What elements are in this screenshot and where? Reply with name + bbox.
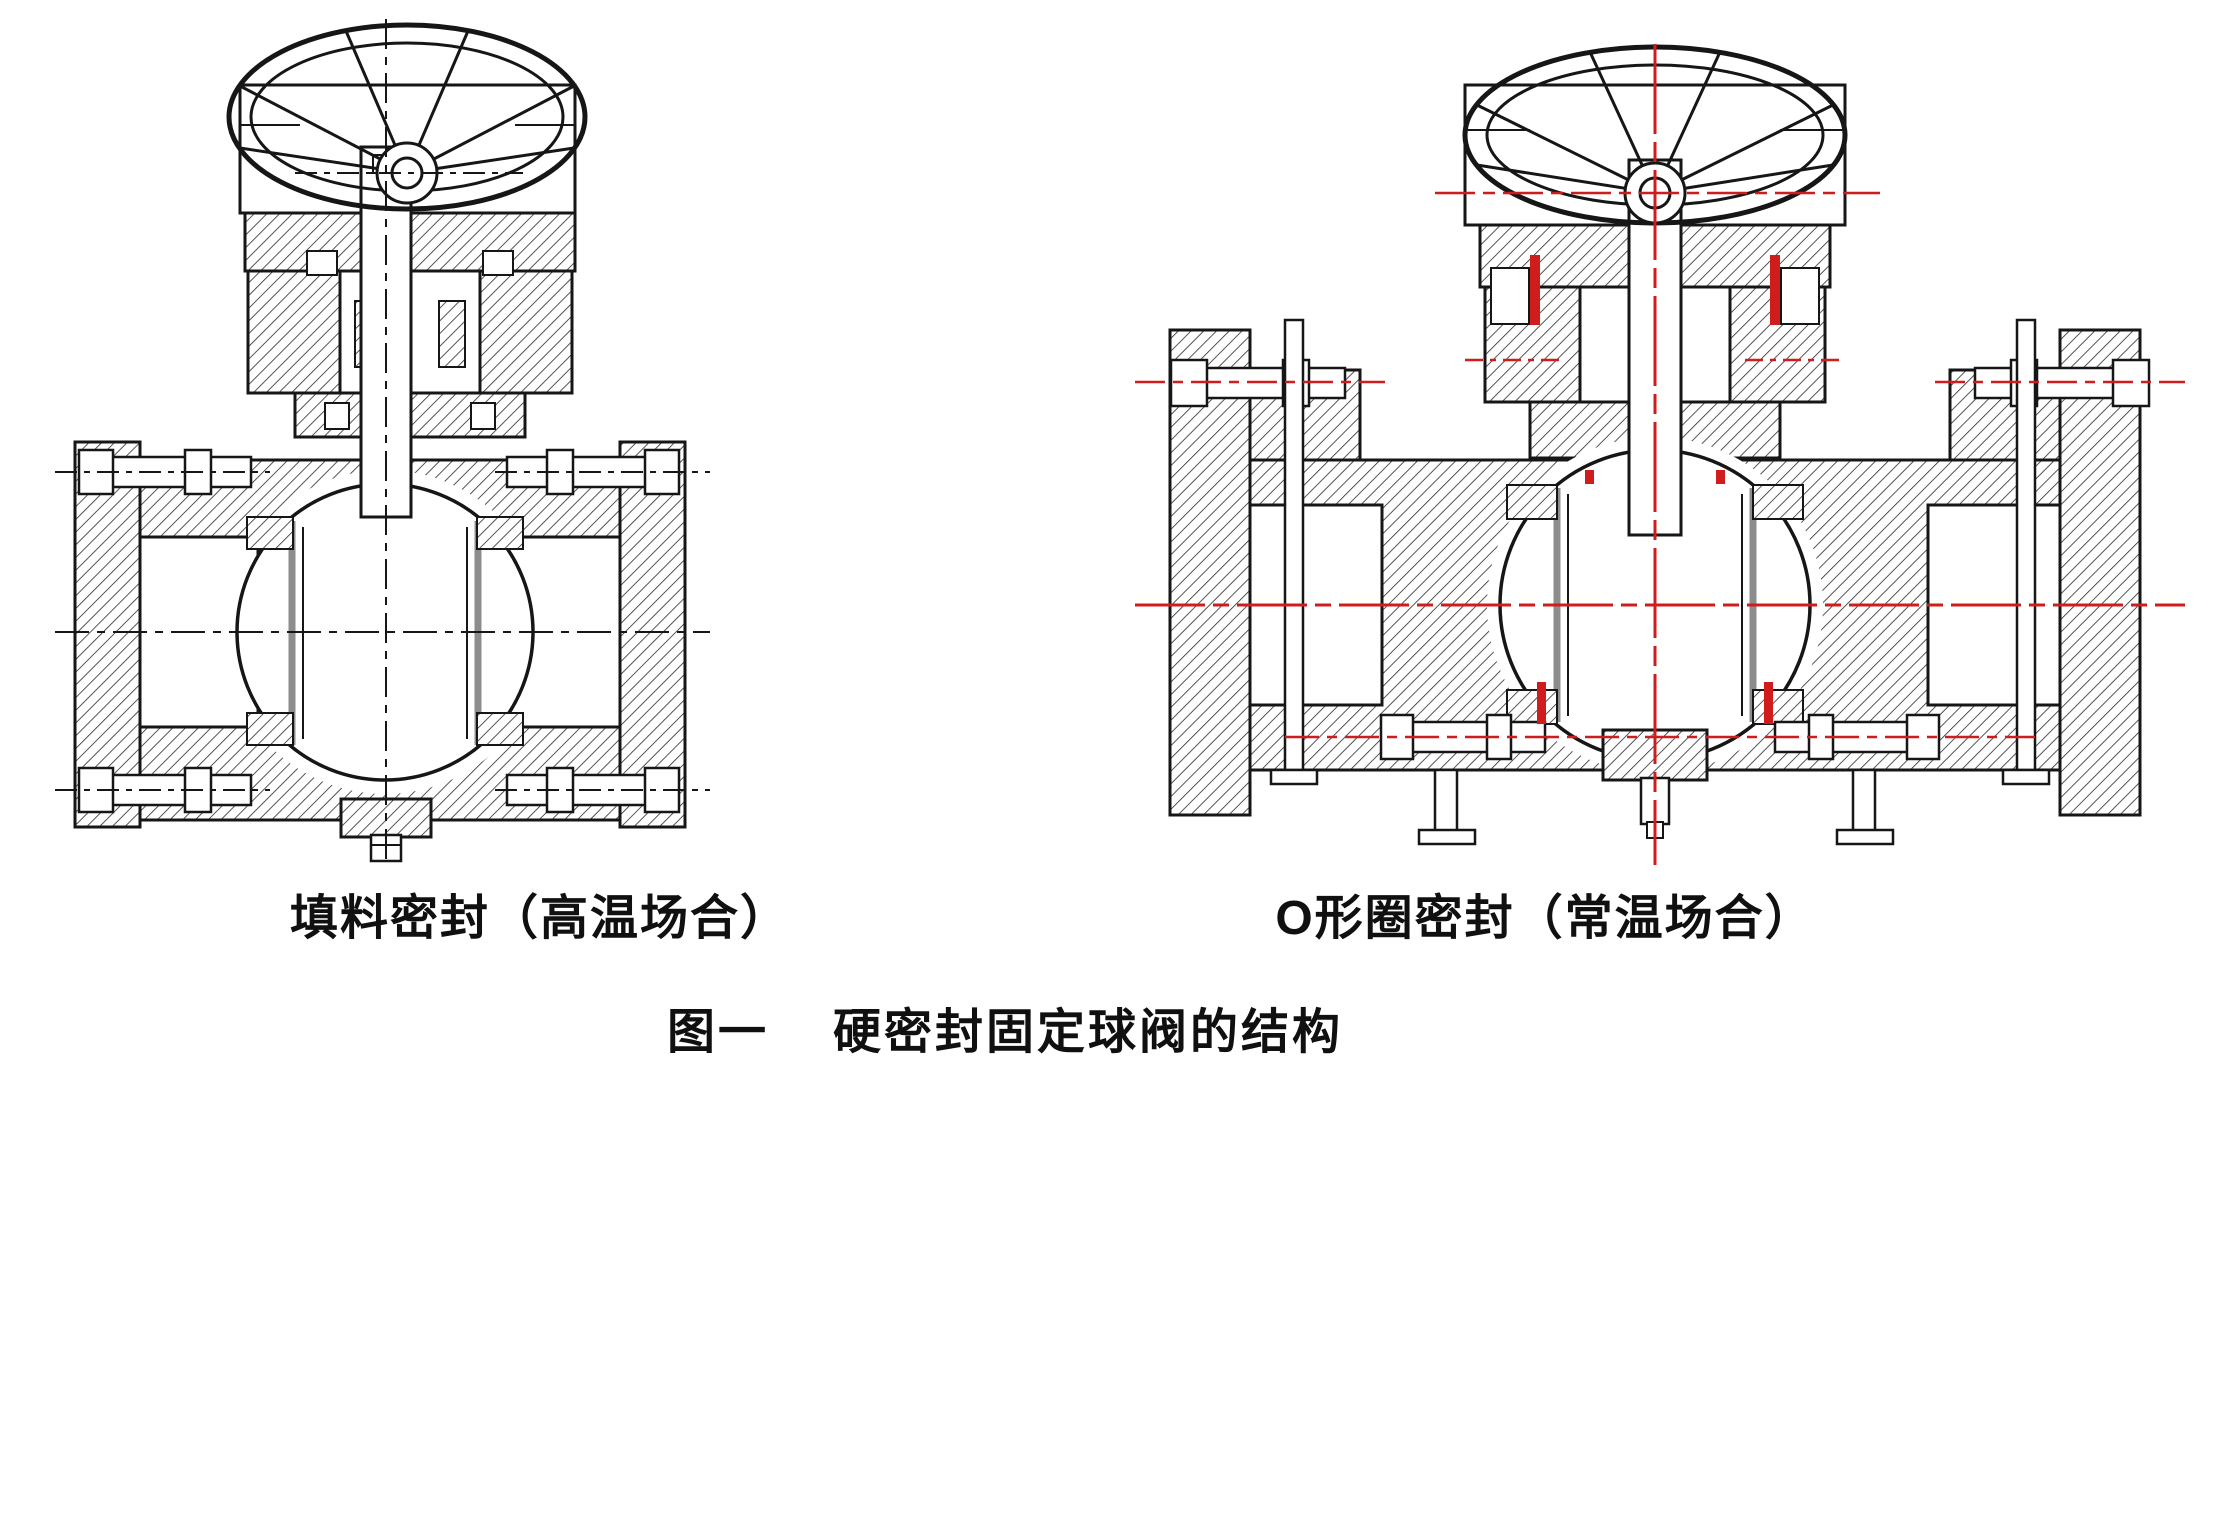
right-valve-label: O形圈密封（常温场合） — [1275, 892, 1815, 945]
left-valve-drawing — [55, 5, 995, 870]
centerlines-red — [1135, 44, 2185, 865]
right-valve-drawing — [1135, 30, 2185, 875]
centerlines-black — [55, 19, 710, 863]
left-valve-svg — [55, 19, 710, 863]
support-plates — [1269, 318, 2051, 846]
right-valve-svg — [1135, 44, 2185, 865]
left-valve-label: 填料密封（高温场合） — [289, 892, 790, 945]
figure-caption: 图一 硬密封固定球阀的结构 — [305, 992, 1705, 1062]
figure-number: 图一 — [666, 1006, 769, 1059]
figure-title: 硬密封固定球阀的结构 — [833, 1006, 1344, 1059]
handwheel — [226, 22, 588, 212]
